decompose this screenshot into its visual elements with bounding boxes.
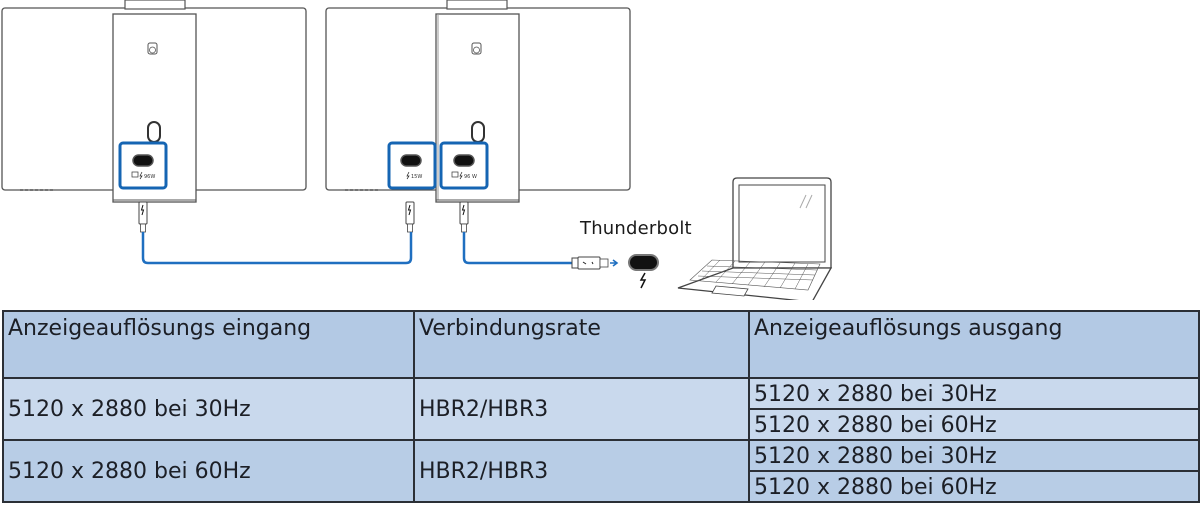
header-input-resolution: Anzeigeauflösungs eingang bbox=[2, 310, 415, 379]
header-output-resolution: Anzeigeauflösungs ausgang bbox=[748, 310, 1200, 379]
header-link-rate: Verbindungsrate bbox=[413, 310, 750, 379]
thunderbolt-label: Thunderbolt bbox=[580, 218, 692, 239]
philips-logo-icon bbox=[471, 42, 482, 55]
thunderbolt-icon bbox=[139, 171, 143, 180]
port-wattage-label: 96W bbox=[144, 174, 155, 180]
thunderbolt-plug-icon bbox=[571, 256, 619, 270]
laptop-icon bbox=[131, 171, 139, 178]
monitor-1-stand-top bbox=[124, 0, 186, 10]
link-rate-cell: HBR2/HBR3 bbox=[413, 377, 750, 441]
table-subrow: 5120 x 2880 bei 60Hz bbox=[3, 408, 1200, 441]
input-resolution-cell: 5120 x 2880 bei 30Hz bbox=[2, 377, 415, 441]
laptop-icon bbox=[677, 177, 833, 303]
monitor-2-stand-top bbox=[446, 0, 508, 10]
monitor-1 bbox=[1, 0, 307, 233]
output-resolution-cell: 5120 x 2880 bei 30Hz bbox=[748, 377, 1200, 410]
philips-logo-icon bbox=[147, 42, 158, 55]
output-resolution-cell: 5120 x 2880 bei 30Hz bbox=[748, 439, 1200, 472]
cable-clip bbox=[471, 121, 485, 143]
table-header-row: Anzeigeauflösungs eingang Verbindungsrat… bbox=[2, 310, 1200, 379]
laptop-icon bbox=[451, 171, 459, 178]
output-resolution-cell: 5120 x 2880 bei 60Hz bbox=[748, 408, 1200, 441]
daisy-chain-diagram: 96W 15W 96 W Thunderbolt bbox=[1, 0, 833, 303]
table-row: 5120 x 2880 bei 60Hz HBR2/HBR3 5120 x 28… bbox=[2, 439, 1200, 503]
cable-clip bbox=[147, 121, 161, 143]
link-rate-cell: HBR2/HBR3 bbox=[413, 439, 750, 503]
output-resolution-cell: 5120 x 2880 bei 60Hz bbox=[748, 470, 1200, 503]
table-row: 5120 x 2880 bei 30Hz HBR2/HBR3 5120 x 28… bbox=[2, 377, 1200, 441]
table-subrow: 5120 x 2880 bei 60Hz bbox=[3, 470, 1200, 503]
thunderbolt-icon bbox=[459, 171, 463, 180]
usb-c-port-icon bbox=[132, 154, 154, 167]
cable-monitor2-to-laptop bbox=[462, 232, 572, 265]
usb-c-port-icon bbox=[453, 154, 475, 167]
port-wattage-label: 15W bbox=[411, 174, 422, 180]
resolution-table: Anzeigeauflösungs eingang Verbindungsrat… bbox=[2, 310, 1200, 503]
input-resolution-cell: 5120 x 2880 bei 60Hz bbox=[2, 439, 415, 503]
thunderbolt-icon bbox=[406, 171, 410, 180]
cable-monitor1-to-monitor2 bbox=[141, 232, 413, 265]
usb-c-port-icon bbox=[628, 254, 659, 271]
monitor-2 bbox=[325, 0, 631, 233]
usb-c-port-icon bbox=[400, 154, 422, 167]
thunderbolt-icon bbox=[639, 272, 647, 289]
port-wattage-label: 96 W bbox=[464, 174, 477, 180]
